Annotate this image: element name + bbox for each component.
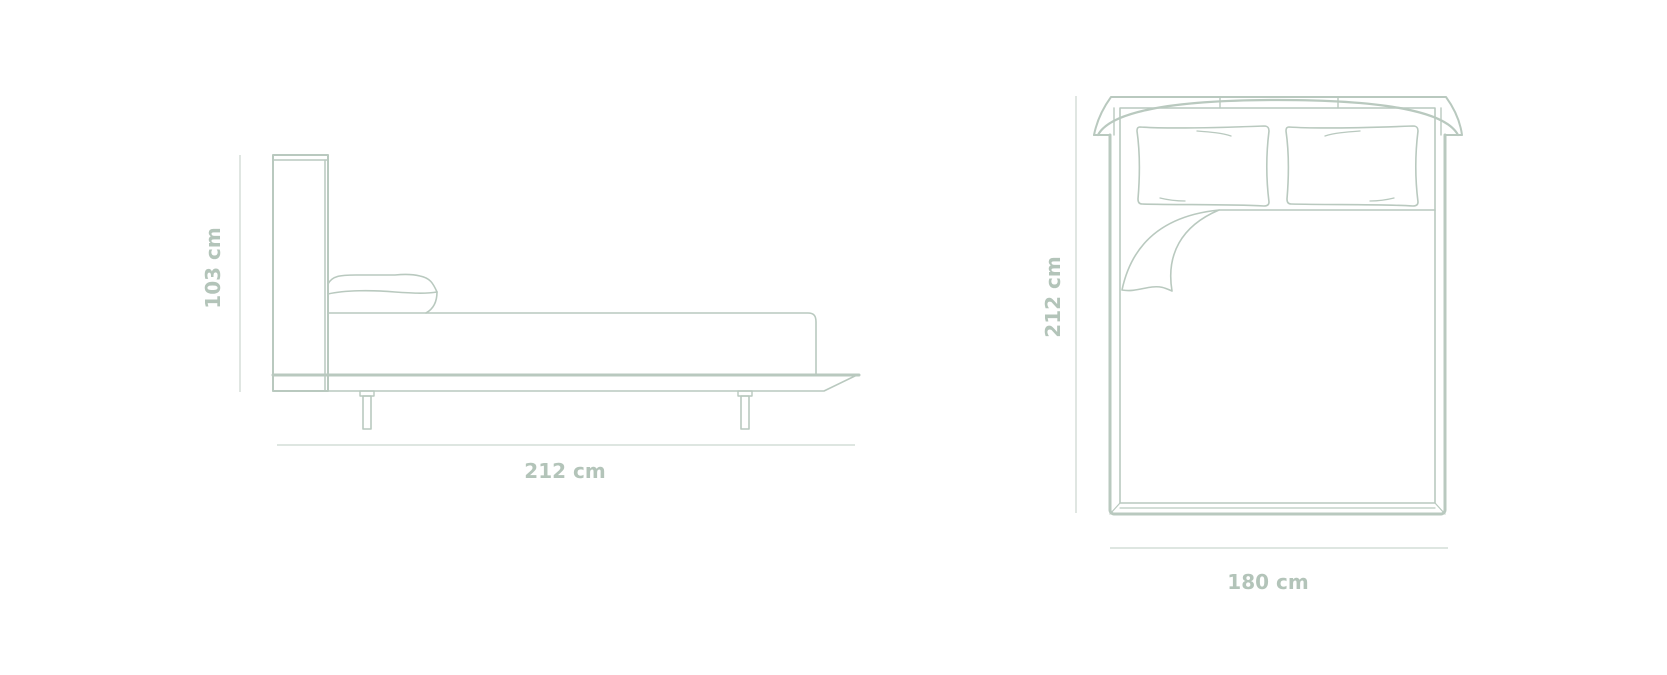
pillow-side [327,273,438,314]
side-bed-outline [271,154,861,430]
top-view: 212 cm [1041,96,1463,594]
top-length-label: 212 cm [1041,256,1065,337]
duvet-fold [1121,209,1220,292]
length-label: 212 cm [524,459,605,483]
headboard-side [272,154,329,392]
pillow-right [1285,125,1419,207]
pillow-left [1136,125,1270,207]
mattress-side [327,312,817,376]
headboard-top [1093,96,1463,136]
side-view: 103 cm 212 cm [201,154,861,483]
width-label: 180 cm [1227,570,1308,594]
height-label: 103 cm [201,227,225,308]
frame-inner [1119,107,1436,504]
frame-outline [1108,133,1447,516]
platform-base [272,374,858,392]
top-bed-outline [1093,96,1463,516]
